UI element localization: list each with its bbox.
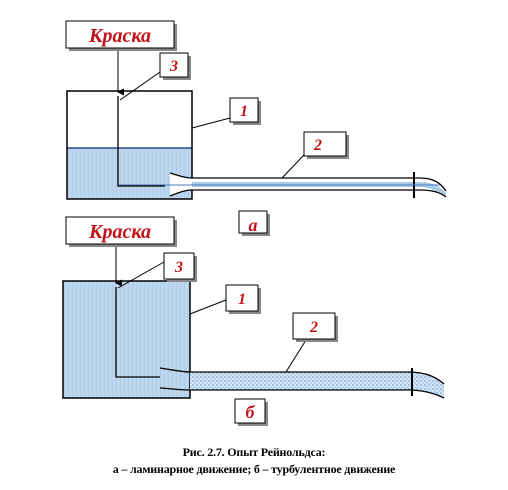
pipe-flow-b (190, 372, 444, 398)
pipe-flow-a (192, 182, 446, 197)
setup-b-turbulent: Краска 3 1 2 б (62, 216, 445, 426)
pipe-label-box-a: 2 (303, 131, 349, 159)
pipe-label-box-b: 2 (292, 312, 338, 342)
dye-label-b: Краска (88, 221, 151, 243)
tank-label-a: 1 (240, 103, 248, 120)
leader-1-b (189, 299, 227, 315)
leader-1-a (191, 117, 231, 129)
figure-caption-line1: Рис. 2.7. Опыт Рейнольдса: (182, 445, 326, 459)
tank-label-box-b: 1 (225, 284, 261, 314)
dye-label-a: Краска (88, 25, 151, 47)
needle-label-box-b: 3 (163, 252, 197, 282)
leader-3-b (117, 261, 165, 289)
pipe-wall-top-b (159, 367, 445, 385)
variant-label-b: б (246, 402, 256, 422)
leader-2-a (281, 154, 305, 179)
dye-needle-a (117, 96, 165, 187)
needle-label-a: 3 (169, 58, 178, 75)
tank-b (62, 280, 191, 399)
leader-3-a (119, 71, 161, 101)
pipe-label-b: 2 (309, 319, 318, 336)
variant-label-a: а (249, 215, 258, 235)
figure-caption-line2: а – ламинарное движение; б – турбулентно… (112, 462, 396, 476)
variant-label-box-b: б (234, 398, 268, 426)
tank-a (66, 90, 193, 200)
dye-label-box-a: Краска (65, 20, 177, 51)
pipe-wall-bottom-b (159, 387, 445, 399)
pipe-wall-bottom-a (169, 189, 447, 198)
needle-label-b: 3 (174, 259, 183, 276)
setup-a-laminar: Краска 3 1 2 а (65, 20, 447, 236)
pipe-label-a: 2 (313, 137, 322, 154)
dye-label-box-b: Краска (65, 216, 177, 247)
leader-2-b (285, 339, 307, 373)
pipe-wall-top-a (169, 172, 447, 192)
dye-needle-b (115, 287, 160, 378)
needle-label-box-a: 3 (159, 52, 191, 80)
tank-label-box-a: 1 (229, 97, 261, 125)
variant-label-box-a: а (238, 210, 270, 236)
tank-label-b: 1 (238, 291, 246, 308)
tank-water-b (63, 281, 190, 398)
